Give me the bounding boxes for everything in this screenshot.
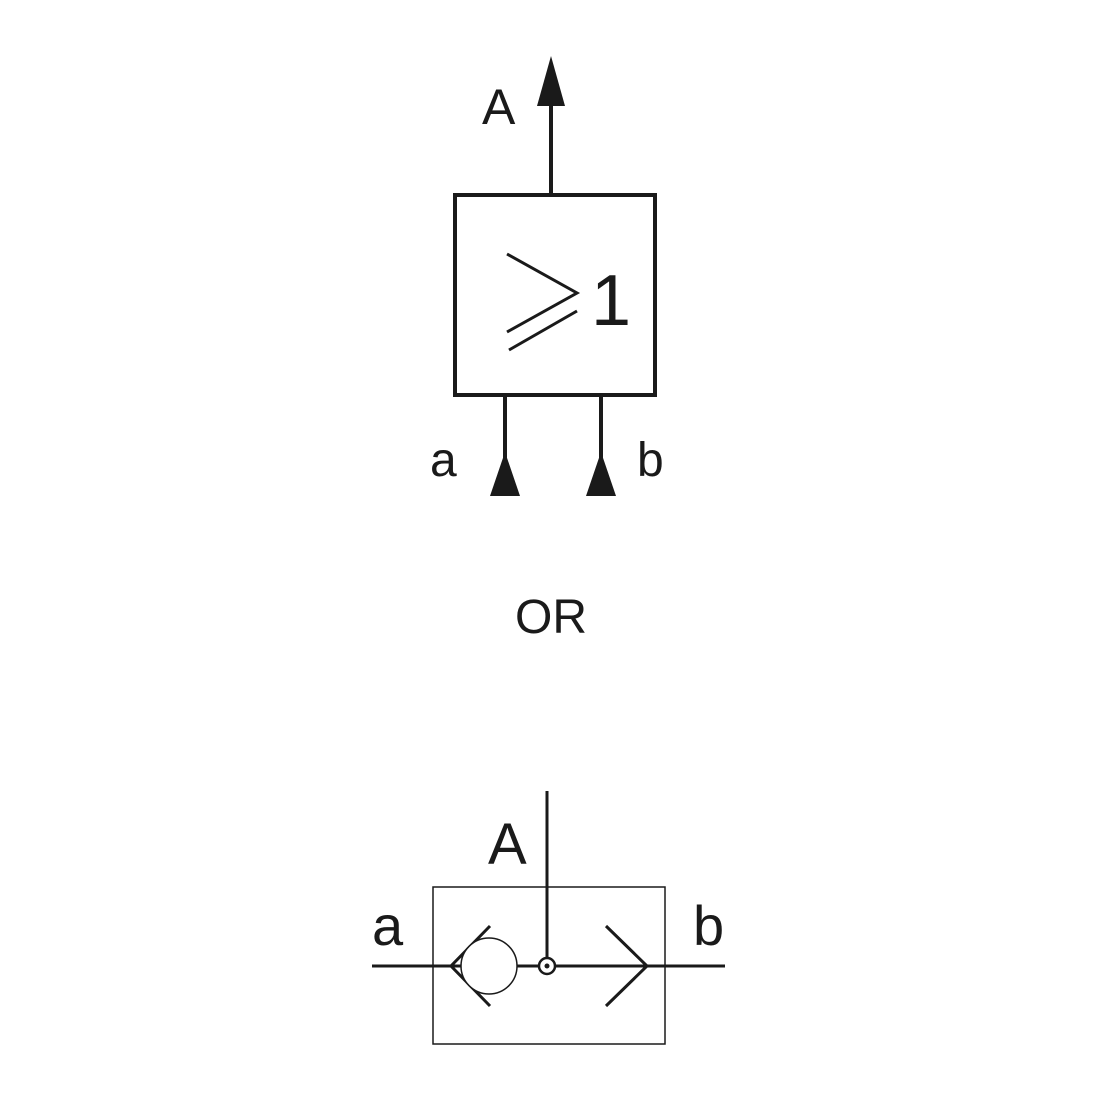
separator-text: OR [515, 591, 587, 644]
greater-equal-icon [506, 252, 581, 352]
input-b-label: b [637, 434, 664, 487]
gate-number-label: 1 [591, 261, 631, 341]
valve-input-a-label: a [372, 894, 404, 957]
logic-or-gate-symbol: A 1 ≥1 a b [430, 56, 664, 496]
valve-ball-icon [460, 937, 518, 995]
output-arrow-icon [537, 56, 565, 106]
left-seat-icon [448, 924, 492, 1008]
gate-box [453, 193, 657, 397]
shuttle-valve-symbol: A a b [372, 791, 725, 1045]
valve-input-b-label: b [693, 894, 724, 957]
output-label: A [482, 79, 516, 135]
input-b-arrow-icon [586, 452, 616, 496]
valve-output-label: A [488, 812, 527, 877]
input-a-label: a [430, 434, 457, 487]
right-seat-icon [604, 924, 650, 1008]
junction-dot-icon [544, 963, 550, 969]
input-a-arrow-icon [490, 452, 520, 496]
